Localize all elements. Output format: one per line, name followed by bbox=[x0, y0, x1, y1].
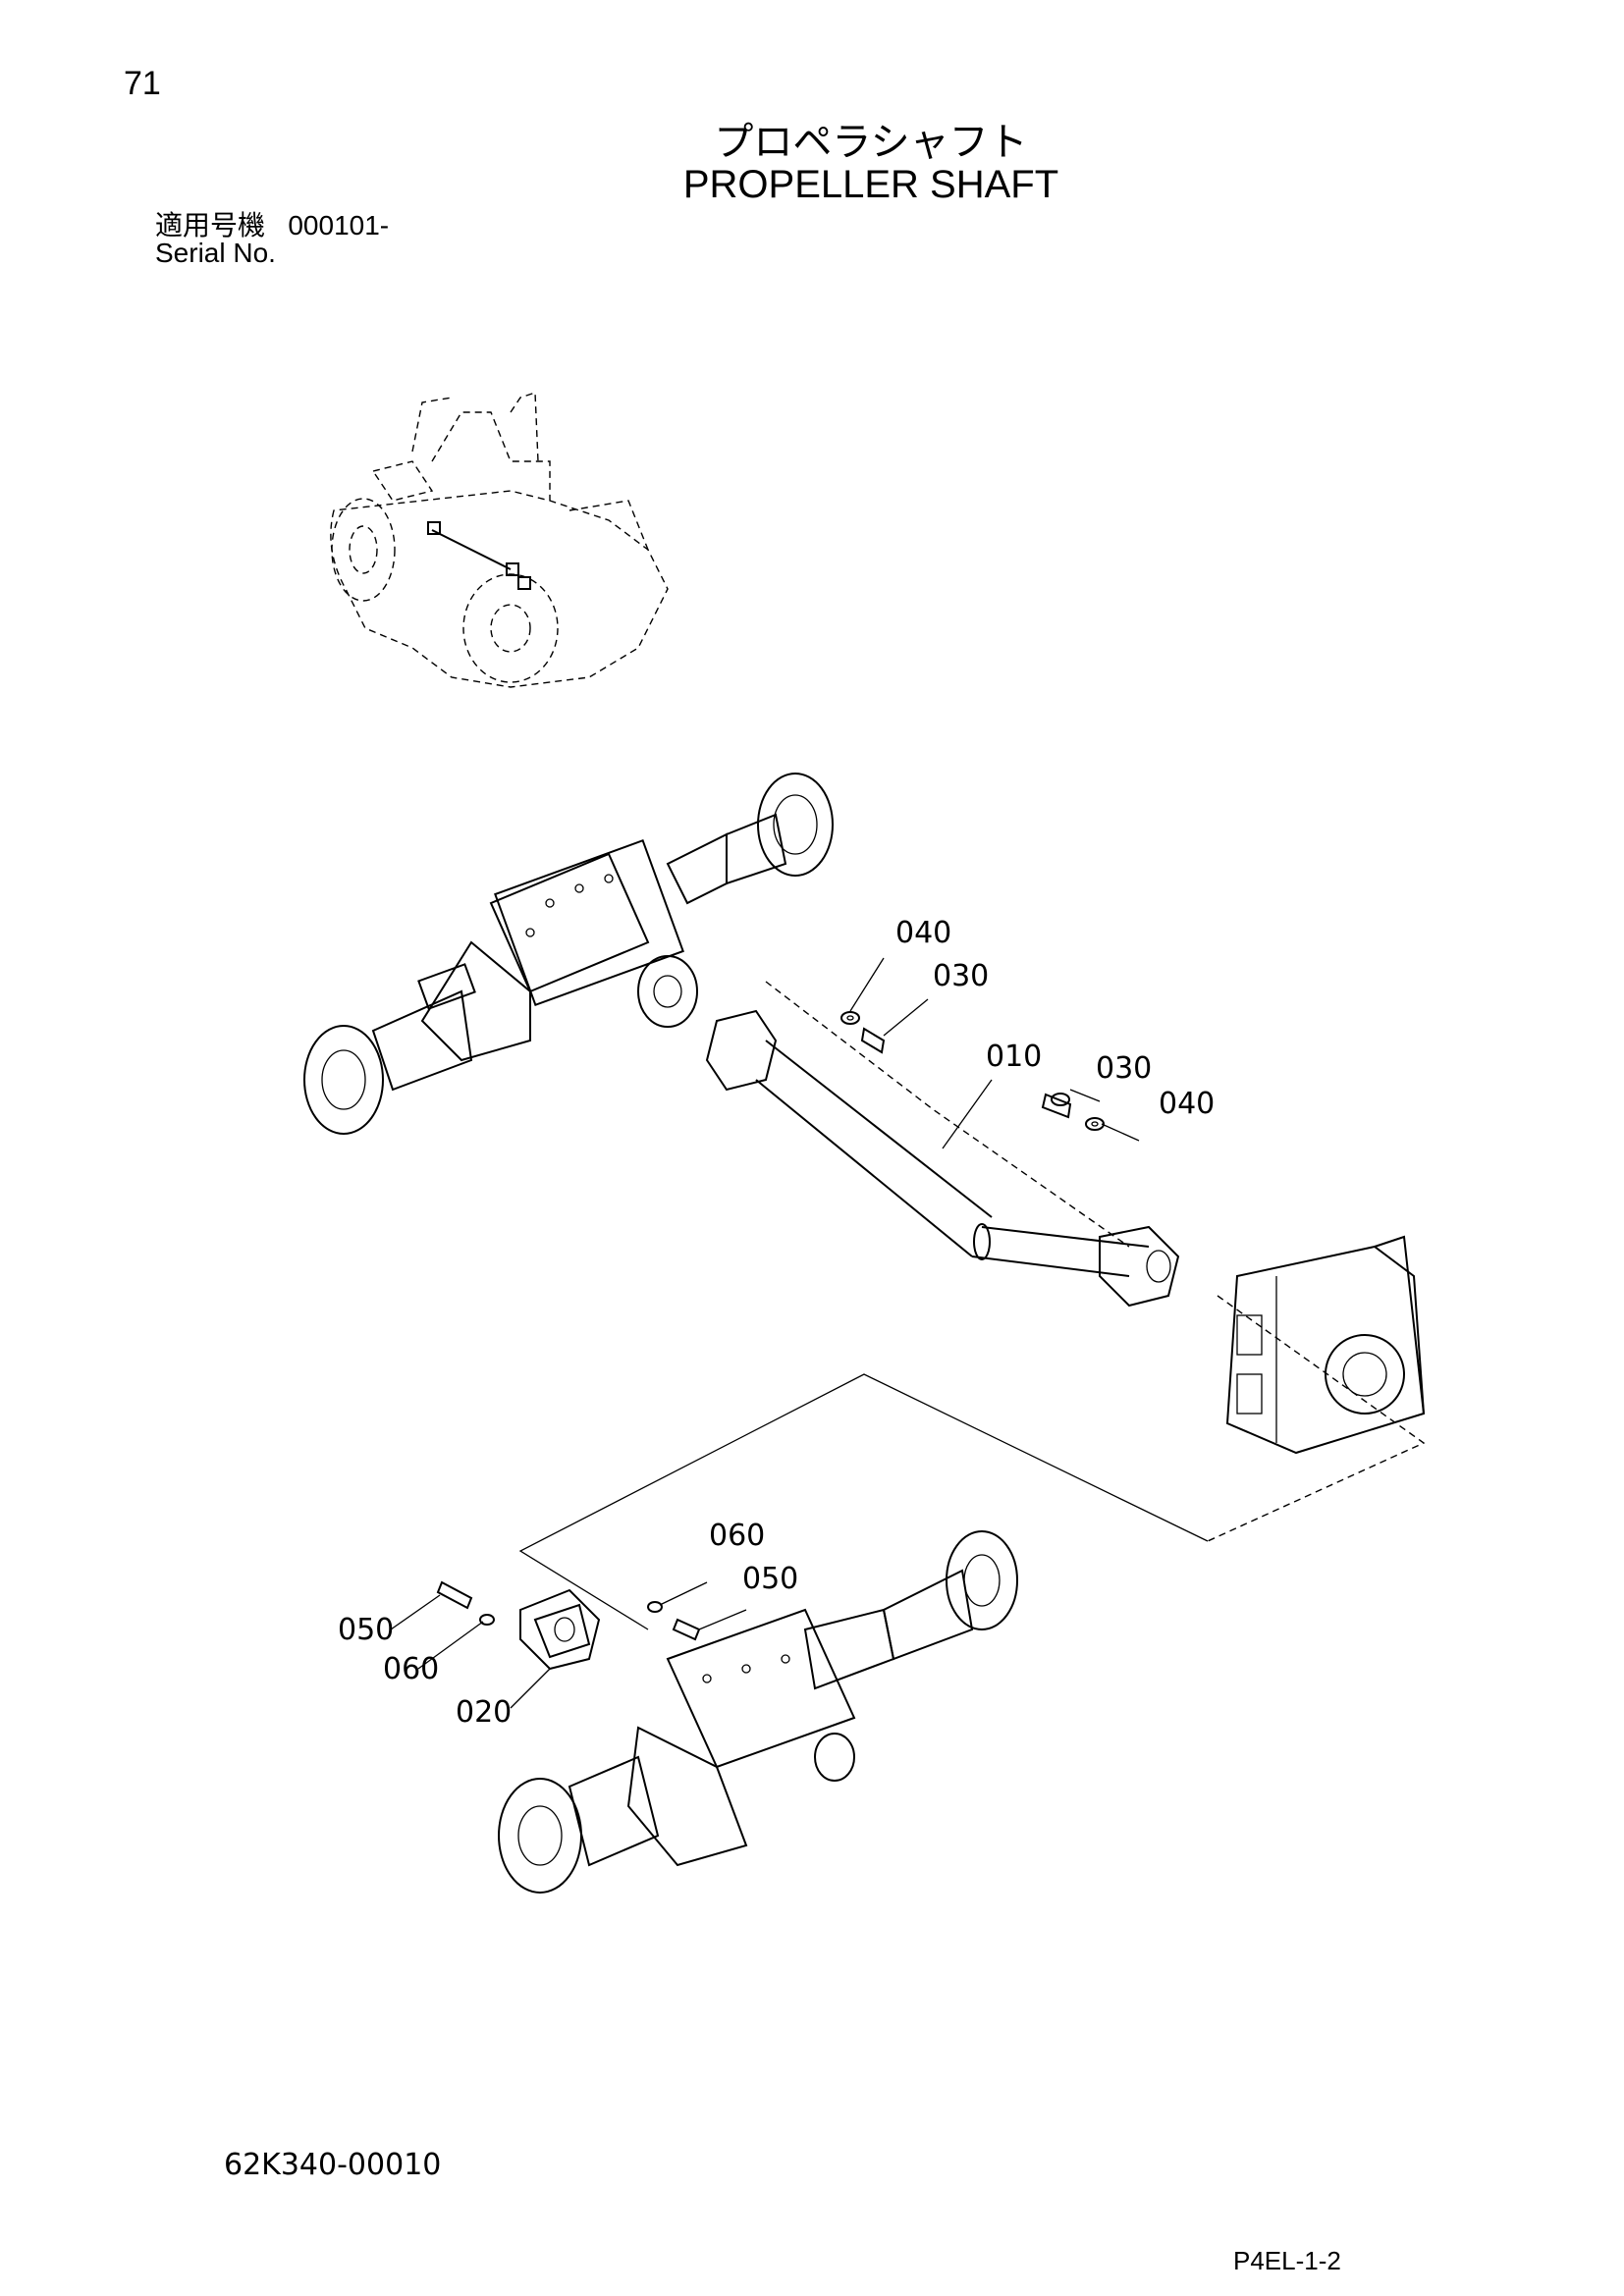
callout-leaders bbox=[390, 957, 1140, 1709]
page-number: 71 bbox=[124, 65, 161, 102]
serial-value: 000101- bbox=[288, 210, 390, 240]
callout-060-upper: 060 bbox=[709, 1519, 765, 1553]
callout-labels: 040 030 010 030 040 060 050 050 060 020 bbox=[338, 916, 1215, 1730]
machine-overview-thumbnail bbox=[330, 392, 669, 688]
serial-range: 適用号機 000101- bbox=[155, 204, 389, 243]
serial-label-japanese: 適用号機 bbox=[155, 210, 266, 240]
callout-040-right: 040 bbox=[1159, 1087, 1215, 1121]
upper-fasteners bbox=[840, 1011, 1105, 1131]
callout-030-upper: 030 bbox=[933, 959, 989, 993]
page-title-english: PROPELLER SHAFT bbox=[682, 163, 1059, 206]
front-axle-assembly bbox=[498, 1530, 1018, 1894]
serial-label-english: Serial No. bbox=[155, 238, 276, 268]
rear-axle-assembly bbox=[303, 773, 834, 1135]
transmission-housing bbox=[1207, 1235, 1426, 1542]
callout-020: 020 bbox=[456, 1695, 512, 1730]
lower-fasteners bbox=[436, 1580, 701, 1641]
drawing-number: 62K340-00010 bbox=[224, 2148, 442, 2182]
page-code: P4EL-1-2 bbox=[1233, 2246, 1341, 2275]
callout-050-left: 050 bbox=[338, 1613, 394, 1647]
propeller-shaft-010 bbox=[705, 981, 1180, 1308]
page-title-japanese: プロペラシャフト bbox=[714, 121, 1028, 164]
callout-060-left: 060 bbox=[383, 1652, 439, 1686]
callout-030-right: 030 bbox=[1096, 1051, 1152, 1086]
callout-010: 010 bbox=[986, 1040, 1042, 1074]
coupling-020 bbox=[519, 1588, 601, 1671]
callout-040-upper: 040 bbox=[895, 916, 951, 950]
assembly-leader-line bbox=[518, 1373, 1209, 1630]
callout-050-upper: 050 bbox=[742, 1562, 798, 1596]
